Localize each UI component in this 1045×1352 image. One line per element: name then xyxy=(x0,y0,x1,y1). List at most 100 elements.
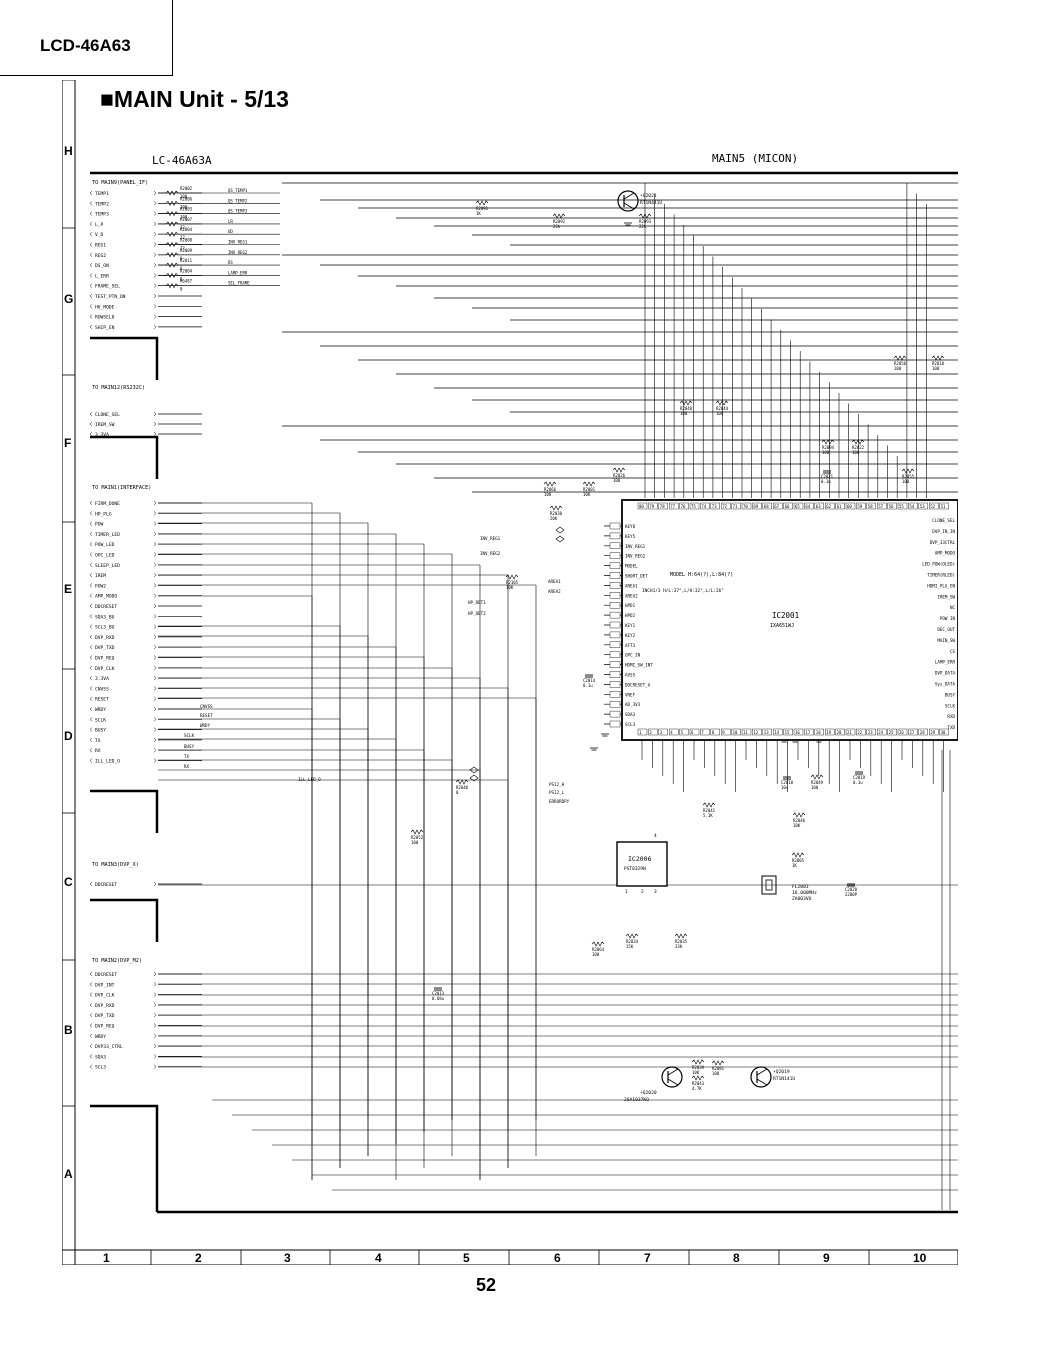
ic-left-pin: HPD2 xyxy=(625,613,636,618)
pin-mark xyxy=(153,221,157,227)
jumper-symbol xyxy=(469,774,479,782)
ic-pin: 3 xyxy=(654,889,657,895)
signal-label: UD xyxy=(228,229,233,234)
pin-box xyxy=(877,728,887,736)
component-ref: R2030 xyxy=(550,511,563,516)
resistor-ref: R2002 xyxy=(180,186,193,191)
component-value: 100 xyxy=(932,366,940,371)
ic-left-pin: VREF xyxy=(625,692,636,697)
transistor-collector xyxy=(667,1068,679,1076)
ic-bottom-pin-no: 23 xyxy=(868,730,873,735)
component-value: 0.1u xyxy=(583,683,593,688)
ground-symbol xyxy=(590,747,598,751)
pin-mark xyxy=(89,665,93,670)
ic-bottom-pin-no: 11 xyxy=(743,730,748,735)
pin-mark xyxy=(153,727,157,732)
pin-mark xyxy=(89,521,93,526)
connector-title: TO MAIN3(DVP_X) xyxy=(92,862,139,868)
component-value: 5.1K xyxy=(703,813,713,818)
connector-pin-label: BUSY xyxy=(95,728,106,734)
unit-title: ■MAIN Unit - 5/13 xyxy=(100,86,289,112)
ic-top-pin-no: 72 xyxy=(722,504,727,509)
pin-box xyxy=(856,502,866,510)
resistor-symbol xyxy=(702,802,716,808)
pin-mark xyxy=(89,1043,93,1049)
resistor-symbol xyxy=(552,213,566,219)
signal-label: QS_TEMP1 xyxy=(228,188,248,193)
component-ref: C2021 xyxy=(821,474,834,479)
pin-mark xyxy=(89,982,93,987)
connector-pin-label: 3.3VA xyxy=(95,676,109,682)
pin-mark xyxy=(89,431,93,437)
connector-pin-label: DVP_CLK xyxy=(95,993,115,999)
net-label: INV_REG2 xyxy=(480,551,501,556)
ic-bottom-pin-no: 21 xyxy=(847,730,852,735)
resistor-symbol xyxy=(715,400,729,406)
resistor-value: 0 xyxy=(180,266,183,271)
jumper-symbol xyxy=(469,766,479,774)
connector-pin-label: DVP_CLK xyxy=(95,666,115,672)
pin-box xyxy=(669,728,679,736)
pin-mark xyxy=(153,232,157,237)
signal-label: QS_TEMP3 xyxy=(228,209,248,214)
connector-pin-label: DVP_REQ xyxy=(95,1024,115,1030)
ic-bottom-pin-no: 26 xyxy=(899,730,904,735)
connector-pin-label: HP_PLG xyxy=(95,511,112,517)
pin-mark xyxy=(153,665,157,670)
component-ref: R2040 xyxy=(456,785,469,790)
pin-mark xyxy=(153,1002,157,1008)
transistor-ref: +Q2019 xyxy=(773,1069,790,1075)
net-label: ILL_LED_O xyxy=(298,777,321,782)
pin-box xyxy=(658,502,668,510)
transistor-emitter xyxy=(623,202,635,210)
component-value: 100 xyxy=(852,450,860,455)
pin-mark xyxy=(89,696,93,701)
component-value: 16.000MHz xyxy=(792,890,817,896)
model-number: LCD-46A63 xyxy=(40,36,131,55)
pin-box xyxy=(866,502,876,510)
pin-mark xyxy=(153,572,157,578)
pin-box xyxy=(700,728,710,736)
ic-pin: 4 xyxy=(654,833,657,839)
component-value: 22k xyxy=(639,224,647,229)
resistor-symbol xyxy=(158,262,184,268)
pin-box xyxy=(866,728,876,736)
ic-left-pin: HDMI_SW_INT xyxy=(625,663,653,668)
connector-pin-label: HV_MODE xyxy=(95,304,115,310)
net-label: INV_REG1 xyxy=(480,536,501,541)
ic-left-pin: AREA2 xyxy=(625,593,638,598)
pin-mark xyxy=(153,717,157,722)
row-label-A: A xyxy=(64,1167,73,1181)
component-value: 0.1u xyxy=(853,780,863,785)
pin-mark xyxy=(89,252,93,257)
pin-box xyxy=(609,710,621,718)
signal-label: INV_REG2 xyxy=(228,250,248,255)
crystal-element xyxy=(765,879,773,891)
pin-box xyxy=(783,728,793,736)
row-label-G: G xyxy=(64,292,73,306)
ic-part: IXA651WJ xyxy=(770,623,794,629)
pin-mark xyxy=(153,562,157,567)
component-value: 33K xyxy=(675,944,683,949)
ic-left-pin: SHORT_DET xyxy=(625,574,648,579)
component-value: 100 xyxy=(811,785,819,790)
ic-right-pin: HDMI_PLG_EN xyxy=(927,583,955,588)
ic-right-pin: BUSY xyxy=(945,692,956,697)
crystal-symbol xyxy=(761,875,777,895)
net-label: CNVSS xyxy=(200,704,213,709)
resistor-symbol xyxy=(549,505,563,511)
ic-top-pin-no: 78 xyxy=(660,504,665,509)
pin-mark xyxy=(153,552,157,557)
ic-top-pin-no: 71 xyxy=(733,504,738,509)
